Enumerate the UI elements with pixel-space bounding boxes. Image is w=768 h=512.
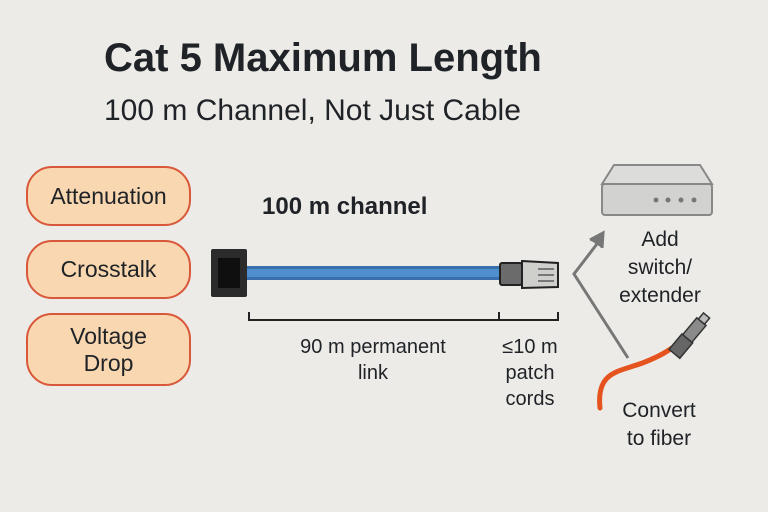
factor-attenuation: Attenuation bbox=[26, 166, 191, 226]
branch-arrow-icon bbox=[572, 230, 630, 359]
permanent-link-label: 90 m permanent link bbox=[300, 336, 446, 384]
fiber-label: Convert to fiber bbox=[622, 399, 696, 450]
wall-jack-icon bbox=[211, 249, 247, 297]
factor-crosstalk: Crosstalk bbox=[26, 240, 191, 299]
page-title: Cat 5 Maximum Length bbox=[104, 36, 542, 80]
fiber-cable-icon bbox=[597, 311, 711, 411]
rj45-plug-icon bbox=[499, 259, 559, 290]
channel-label: 100 m channel bbox=[262, 193, 428, 220]
switch-device-icon bbox=[600, 164, 714, 216]
switch-extender-label: Add switch/ extender bbox=[619, 228, 701, 307]
patch-cords-label: ≤10 m patch cords bbox=[502, 336, 558, 410]
factor-voltage-drop: Voltage Drop bbox=[26, 313, 191, 386]
ethernet-cable bbox=[247, 266, 502, 280]
length-bracket bbox=[248, 312, 559, 321]
page-subtitle: 100 m Channel, Not Just Cable bbox=[104, 94, 521, 127]
